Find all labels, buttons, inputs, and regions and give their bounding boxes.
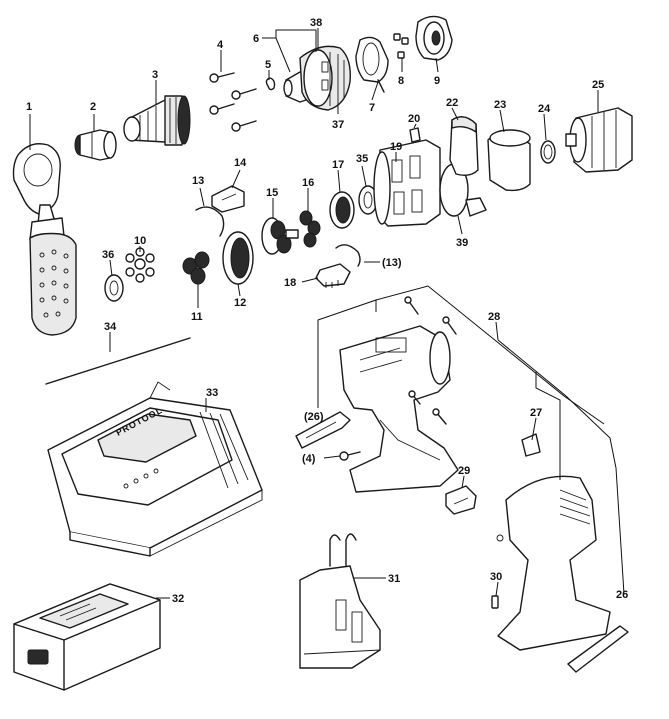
callout-7: 7 (369, 102, 375, 114)
drill-housing-right-icon (496, 475, 611, 651)
callout-9: 9 (434, 75, 440, 87)
callout-1: 1 (26, 101, 32, 113)
callout-3: 3 (152, 69, 158, 81)
bracket-ring-icon (355, 36, 389, 93)
chuck-nose-icon (74, 129, 117, 161)
sun-gear-carrier-icon (261, 217, 299, 255)
small-gears-icon (299, 210, 321, 248)
retaining-clip-icon (195, 206, 225, 237)
battery-adapter-icon (299, 533, 381, 669)
callout-2: 2 (90, 101, 96, 113)
magnet-shell-icon (449, 116, 479, 177)
callout-13b: (13) (382, 257, 402, 269)
callout-10: 10 (134, 235, 146, 247)
callout-34: 34 (104, 321, 117, 333)
ring-icon (329, 191, 355, 229)
callout-12: 12 (234, 297, 246, 309)
callout-29: 29 (458, 465, 470, 477)
callout-16: 16 (302, 177, 314, 189)
callout-32: 32 (172, 593, 184, 605)
pins-icon (393, 33, 409, 59)
motor-icon (565, 107, 633, 173)
clip-plate-icon (211, 185, 245, 213)
planet-gears-icon (182, 251, 210, 285)
depth-rod-icon (45, 337, 191, 385)
callout-26: 26 (616, 589, 628, 601)
circlip-icon (265, 77, 276, 91)
callout-36: 36 (102, 249, 114, 261)
star-coupling-icon (125, 247, 155, 283)
bearing-housing-icon (415, 15, 453, 61)
battery-icon (13, 583, 161, 691)
o-ring-icon (540, 140, 556, 164)
drill-chuck-icon (123, 95, 191, 146)
trim-strip-icon (567, 625, 629, 673)
callout-6: 6 (253, 33, 259, 45)
trigger-switch-icon (445, 485, 477, 515)
gear-selector-icon (283, 45, 351, 111)
callout-28: 28 (488, 311, 500, 323)
housing-screws-icon (404, 296, 457, 425)
motor-can-icon (487, 129, 531, 192)
callout-11: 11 (191, 311, 203, 323)
callout-35: 35 (356, 153, 368, 165)
callout-4b: (4) (302, 453, 316, 465)
callout-4: 4 (217, 39, 224, 51)
callout-31: 31 (388, 573, 400, 585)
callout-17: 17 (332, 159, 344, 171)
callout-23: 23 (494, 99, 506, 111)
screws-icon (209, 72, 257, 132)
callout-labels: 1 2 3 4 5 6 38 37 7 8 9 10 36 11 12 13 1… (26, 17, 628, 605)
small-clip-icon (521, 433, 541, 457)
belt-clip-icon (295, 411, 351, 449)
pin-icon (491, 595, 499, 609)
charger-icon: PROTOOL (47, 381, 263, 557)
drill-housing-icon (339, 325, 459, 493)
callout-22: 22 (446, 97, 458, 109)
gearbox-icon (373, 139, 441, 227)
washer-icon (104, 274, 124, 302)
callout-37: 37 (332, 119, 344, 131)
callout-33: 33 (206, 387, 218, 399)
side-handle-icon (12, 143, 77, 336)
callout-38: 38 (310, 17, 322, 29)
disc-connector-icon (439, 163, 487, 217)
callout-18: 18 (284, 277, 296, 289)
callout-39: 39 (456, 237, 468, 249)
callout-30: 30 (490, 571, 502, 583)
callout-25: 25 (592, 79, 604, 91)
callout-8: 8 (398, 75, 404, 87)
leader-lines (29, 28, 625, 599)
callout-13: 13 (192, 175, 204, 187)
callout-26b: (26) (304, 411, 324, 423)
small-clip-icon (409, 127, 421, 143)
washer-icon (358, 185, 378, 215)
callout-14: 14 (234, 157, 247, 169)
callout-19: 19 (390, 141, 402, 153)
callout-24: 24 (538, 103, 551, 115)
callout-27: 27 (530, 407, 542, 419)
callout-20: 20 (408, 113, 420, 125)
callout-15: 15 (266, 187, 278, 199)
ring-gear-icon (222, 231, 254, 285)
callout-5: 5 (265, 59, 271, 71)
switch-contact-icon (315, 263, 351, 288)
retaining-clip-icon (335, 244, 361, 267)
screw-icon (339, 451, 361, 461)
